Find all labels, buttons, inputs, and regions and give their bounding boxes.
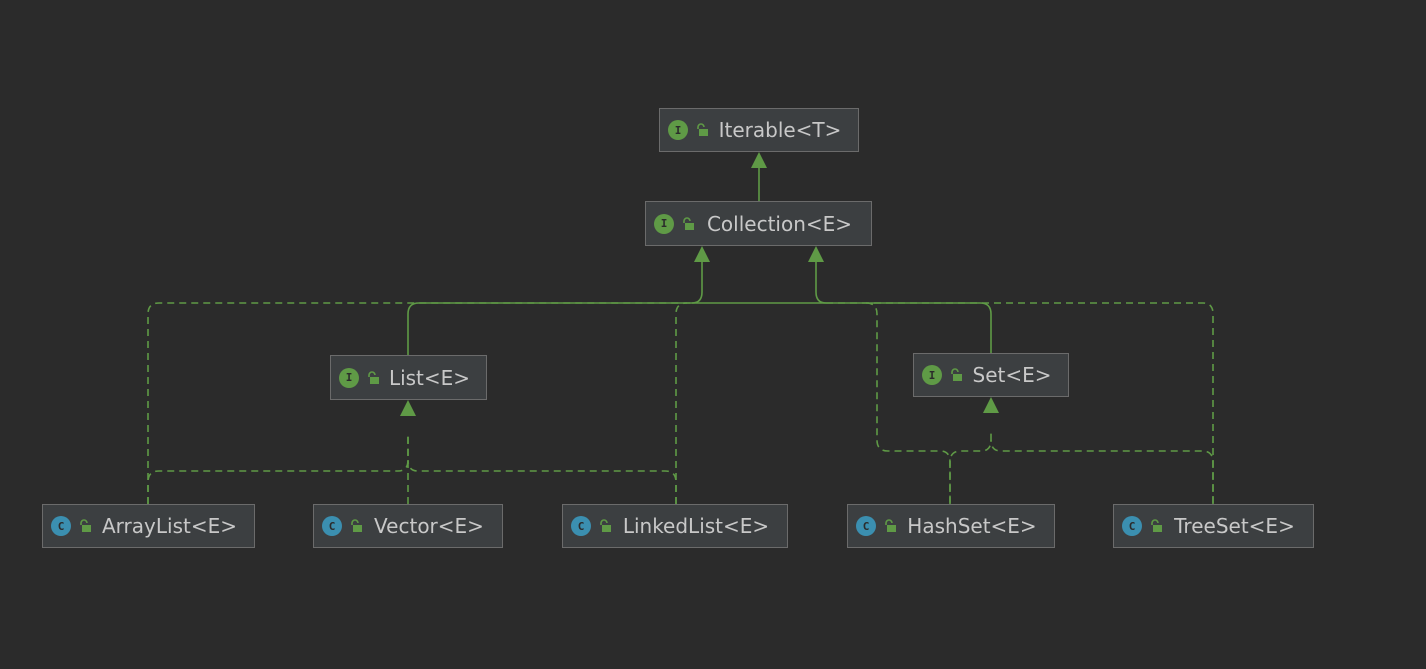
unlock-icon <box>80 519 91 532</box>
node-collection[interactable]: I Collection<E> <box>645 201 872 246</box>
node-label: Vector<E> <box>374 514 484 538</box>
class-icon: C <box>322 516 342 536</box>
unlock-icon <box>885 519 896 532</box>
arrowhead-collection-right <box>808 246 824 262</box>
node-iterable[interactable]: I Iterable<T> <box>659 108 859 152</box>
arrowhead-list <box>400 400 416 416</box>
unlock-icon <box>683 216 694 230</box>
interface-icon: I <box>654 213 674 234</box>
arrowhead-set <box>983 397 999 413</box>
unlock-icon <box>600 519 611 532</box>
interface-icon: I <box>339 367 359 388</box>
class-icon: C <box>51 516 71 536</box>
class-icon: C <box>571 516 591 536</box>
node-arraylist[interactable]: C ArrayList<E> <box>42 504 255 548</box>
unlock-icon <box>1151 519 1162 532</box>
node-label: ArrayList<E> <box>102 514 237 538</box>
edge-arraylist-collection <box>147 302 692 504</box>
edge-treeset-set <box>990 439 1214 504</box>
node-label: Set<E> <box>972 363 1052 387</box>
edge-arraylist-list <box>147 432 409 504</box>
edge-set-collection <box>815 262 992 353</box>
class-icon: C <box>1122 516 1142 536</box>
arrowhead-collection-left <box>694 246 710 262</box>
edge-hashset-set <box>949 430 992 504</box>
node-list[interactable]: I List<E> <box>330 355 487 400</box>
unlock-icon <box>697 123 708 136</box>
node-label: Iterable<T> <box>718 118 842 142</box>
edge-linkedlist-list <box>407 459 677 504</box>
node-label: List<E> <box>388 365 471 390</box>
node-label: LinkedList<E> <box>622 514 770 538</box>
edge-treeset-collection <box>826 302 1214 504</box>
node-treeset[interactable]: C TreeSet<E> <box>1113 504 1314 548</box>
class-icon: C <box>856 516 876 536</box>
node-set[interactable]: I Set<E> <box>913 353 1069 397</box>
node-label: TreeSet<E> <box>1174 514 1295 538</box>
edge-list-collection <box>407 262 703 355</box>
node-hashset[interactable]: C HashSet<E> <box>847 504 1055 548</box>
interface-icon: I <box>668 120 688 140</box>
unlock-icon <box>351 519 362 532</box>
interface-icon: I <box>922 365 942 385</box>
node-label: HashSet<E> <box>907 514 1037 538</box>
unlock-icon <box>951 368 962 381</box>
node-vector[interactable]: C Vector<E> <box>313 504 503 548</box>
node-label: Collection<E> <box>706 211 853 236</box>
unlock-icon <box>368 370 379 384</box>
arrowhead-iterable <box>751 152 767 168</box>
edge-hashset-collection <box>865 302 951 504</box>
node-linkedlist[interactable]: C LinkedList<E> <box>562 504 788 548</box>
edge-linkedlist-collection <box>675 302 688 504</box>
